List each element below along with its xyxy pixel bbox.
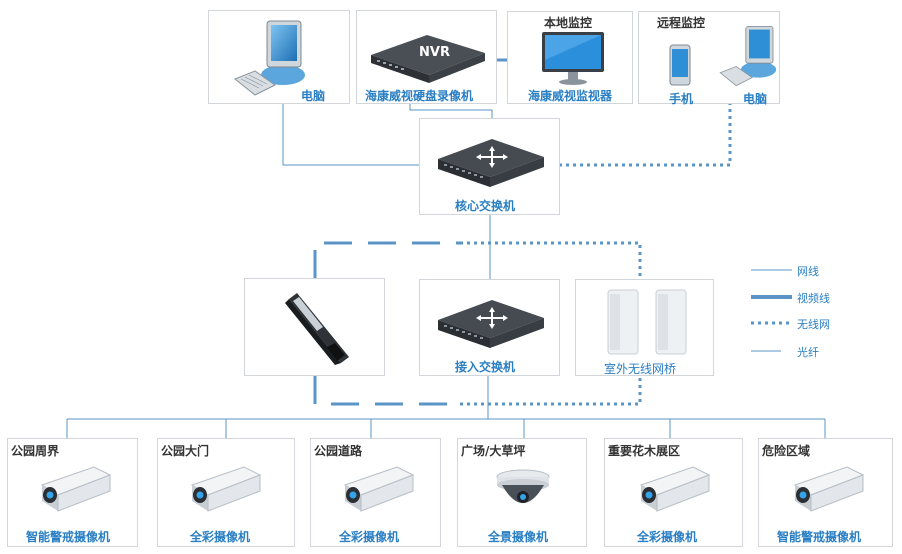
bullet-camera-icon	[639, 466, 711, 512]
legend-fiber-label: 光纤	[797, 346, 819, 359]
remote-wireless-line	[559, 104, 732, 167]
area-box-3: 公园道路 全彩摄像机	[310, 438, 441, 547]
pc-box: 电脑	[208, 10, 350, 104]
area-box-2: 公园大门 全彩摄像机	[157, 438, 295, 547]
area-name: 广场/大草坪	[461, 444, 526, 458]
camera-label: 全景摄像机	[488, 530, 549, 544]
desktop-pc-icon	[234, 20, 305, 96]
bullet-camera-icon	[190, 466, 262, 512]
fiber-transceiver-box	[244, 278, 385, 376]
camera-label: 智能警戒摄像机	[26, 530, 111, 544]
fiber-upper-line	[313, 241, 460, 278]
legend-wireless-label: 无线网	[797, 318, 830, 331]
area-name: 公园周界	[11, 444, 60, 458]
area-name: 公园大门	[161, 444, 210, 458]
wireless-lower-line	[460, 376, 642, 406]
core-switch-box: 核心交换机	[419, 118, 560, 215]
nvr-box: NVR 海康威视硬盘录像机	[356, 10, 497, 104]
core-switch-label: 核心交换机	[455, 199, 516, 213]
area-box-5: 重要花木展区 全彩摄像机	[604, 438, 743, 547]
monitor-icon	[542, 32, 604, 85]
access-switch-icon	[438, 300, 544, 348]
area-box-1: 公园周界 智能警戒摄像机	[7, 438, 138, 547]
fiber-lower-line	[313, 376, 460, 406]
nvr-recorder-icon: NVR	[371, 35, 485, 83]
dome-camera-icon	[496, 469, 550, 503]
area-box-4: 广场/大草坪 全景摄像机	[457, 438, 587, 547]
phone-icon	[669, 44, 691, 86]
local-monitor-label: 海康威视监视器	[528, 89, 613, 103]
area-box-6: 危险区域 智能警戒摄像机	[758, 438, 893, 547]
remote-monitor-heading: 远程监控	[657, 16, 706, 30]
remote-desktop-pc-icon	[719, 26, 777, 87]
nvr-badge: NVR	[419, 45, 450, 60]
core-switch-icon	[438, 139, 544, 187]
wireless-bridge-icon	[607, 289, 687, 355]
nvr-label: 海康威视硬盘录像机	[365, 89, 474, 103]
sfp-module-icon	[285, 293, 349, 365]
area-name: 危险区域	[762, 444, 811, 458]
local-monitor-heading: 本地监控	[544, 16, 593, 30]
bullet-camera-icon	[40, 466, 112, 512]
bullet-camera-icon	[343, 466, 415, 512]
area-name: 公园道路	[314, 444, 363, 458]
access-switch-box: 接入交换机	[419, 279, 560, 376]
remote-monitor-box: 远程监控 手机 电脑	[638, 11, 780, 106]
area-name: 重要花木展区	[608, 444, 681, 458]
camera-label: 全彩摄像机	[190, 530, 251, 544]
pc-network-line	[282, 104, 419, 166]
remote-pc-label: 电脑	[743, 92, 768, 106]
camera-label: 全彩摄像机	[637, 530, 698, 544]
camera-label: 智能警戒摄像机	[777, 530, 862, 544]
pc-label: 电脑	[301, 89, 326, 103]
bullet-camera-icon	[793, 466, 865, 512]
wireless-bridge-box: 室外无线网桥	[575, 279, 714, 376]
legend-video-label: 视频线	[797, 292, 830, 305]
wireless-upper-line	[460, 241, 642, 281]
access-switch-label: 接入交换机	[455, 360, 516, 374]
wireless-bridge-label: 室外无线网桥	[604, 362, 677, 376]
legend-network-label: 网线	[797, 265, 819, 278]
nvr-network-line	[409, 104, 493, 118]
remote-phone-label: 手机	[669, 92, 694, 106]
local-monitor-box: 本地监控 海康威视监视器	[507, 11, 633, 104]
camera-label: 全彩摄像机	[339, 530, 400, 544]
